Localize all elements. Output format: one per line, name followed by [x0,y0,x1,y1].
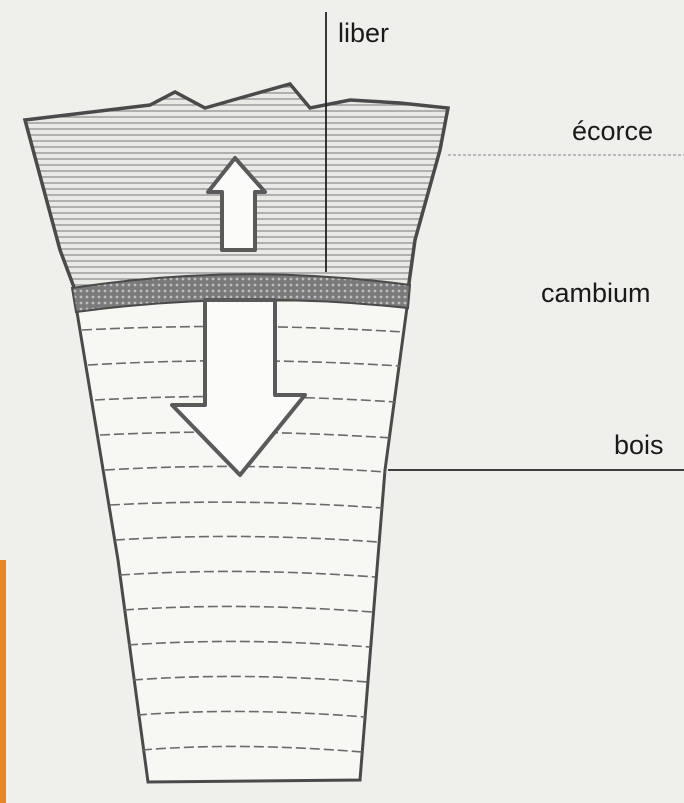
label-liber: liber [338,20,389,47]
label-cambium: cambium [541,280,651,307]
label-ecorce: écorce [572,118,653,145]
label-bois: bois [614,432,664,459]
